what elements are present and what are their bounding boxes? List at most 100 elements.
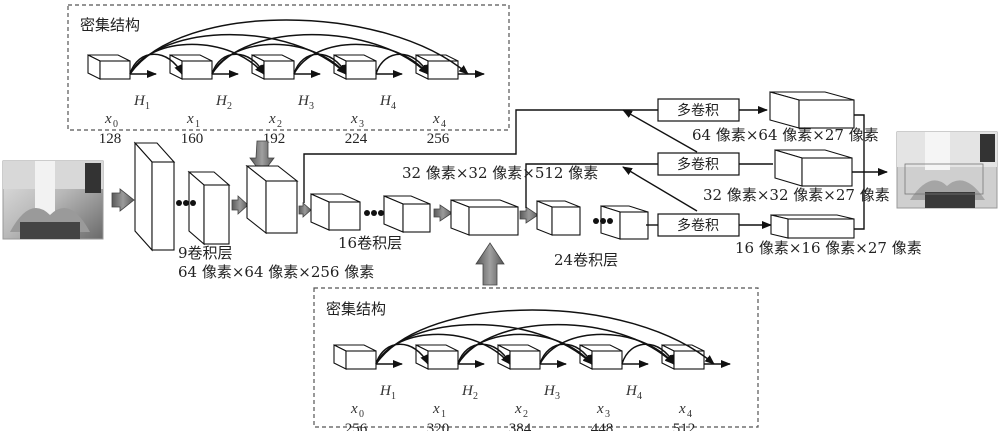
multi-conv-box-32 [657,152,740,176]
node-label-subscript: 1 [441,409,446,420]
transition-label: H [379,93,392,109]
node-label: x [104,111,112,127]
node-channels: 448 [591,421,614,431]
transition-label-subscript: 4 [391,101,396,112]
stage3-label: 24卷积层 [554,251,618,269]
transition-label: H [625,383,638,399]
node-label: x [268,111,276,127]
conv-block-2 [187,170,231,246]
node-label-subscript: 2 [277,119,282,130]
dense-skip-arc [539,343,593,365]
input-image [2,160,104,240]
arrow-up-icon [475,242,505,286]
dense-node-block [415,54,459,80]
node-channels: 160 [181,131,204,147]
node-channels: 256 [427,131,450,147]
dense-node-block [579,344,623,370]
conv-block-5 [383,195,431,233]
node-channels: 224 [345,131,368,147]
dense-node-block [169,54,213,80]
node-label-subscript: 4 [687,409,692,420]
node-label-subscript: 2 [523,409,528,420]
transition-label: H [297,93,310,109]
node-label: x [432,111,440,127]
dense-skip-arc [129,53,183,75]
dense-skip-arc [457,323,675,365]
upsample-arrow [622,109,698,153]
node-label-subscript: 4 [441,119,446,130]
node-channels: 256 [345,421,368,431]
node-channels: 384 [509,421,532,431]
dense-skip-arc [457,343,511,365]
multi-conv-label: 多卷积 [677,217,719,234]
transition-label: H [215,93,228,109]
transition-label-subscript: 4 [637,391,642,402]
transition-label: H [461,383,474,399]
node-label-subscript: 3 [359,119,364,130]
heads: 多卷积 多卷积 多卷积 64 像素×64 像素×27 像素 32 像素×32 像… [657,91,922,257]
node-label: x [350,111,358,127]
head-output-block-16 [770,214,855,239]
node-label: x [186,111,194,127]
stage2-size-label: 32 像素×32 像素×512 像素 [402,164,598,182]
backbone [133,141,649,252]
multi-conv-box-64 [657,98,740,122]
multi-conv-box-16 [657,213,740,237]
conv-block-6 [450,199,519,236]
node-label: x [596,401,604,417]
stage1-label: 9卷积层 [178,244,233,262]
transition-label-subscript: 2 [227,101,232,112]
node-label-subscript: 0 [359,409,364,420]
head-output-block-64 [769,91,855,129]
transition-label: H [543,383,556,399]
skip-connections [303,106,888,230]
transition-label-subscript: 2 [473,391,478,402]
transition-label: H [379,383,392,399]
dense-node-block [497,344,541,370]
multi-conv-label: 多卷积 [677,102,719,119]
dense-skip-arc [621,343,675,365]
transition-label-subscript: 3 [555,391,560,402]
dense-block-top-border [67,4,510,131]
dense-skip-arc [539,333,675,365]
dense-skip-arc [375,309,715,365]
detection-box [904,163,984,195]
head-16-size-label: 16 像素×16 像素×27 像素 [735,239,922,257]
ellipsis-dots [176,200,613,224]
transition-label-subscript: 1 [391,391,396,402]
transition-label-subscript: 3 [309,101,314,112]
dense-skip-arc [129,19,469,75]
dense-node-block [333,344,377,370]
conv-block-7 [536,200,581,236]
dense-skip-arc [293,43,429,75]
head-output-block-32 [774,149,853,187]
dense-node-block [87,54,131,80]
node-label-subscript: 0 [113,119,118,130]
node-channels: 512 [673,421,696,431]
dense-skip-arc [211,53,265,75]
dense-skip-arc [211,33,429,75]
conv-block-3 [245,164,299,235]
arrow-right-icon [111,188,135,212]
dense-node-block [415,344,459,370]
node-label: x [350,401,358,417]
dense-node-block [251,54,295,80]
node-label: x [678,401,686,417]
conv-block-4 [310,193,361,231]
arrow-right-icon [433,204,453,222]
dense-node-block [333,54,377,80]
stage2-label: 16卷积层 [338,234,402,252]
output-image [896,131,998,209]
node-label: x [514,401,522,417]
dense-block-bottom-title: 密集结构 [326,300,386,318]
transition-label: H [133,93,146,109]
node-label: x [432,401,440,417]
stage1-size-label: 64 像素×64 像素×256 像素 [178,263,374,281]
head-32-size-label: 32 像素×32 像素×27 像素 [703,186,890,204]
dense-block-top-title: 密集结构 [80,16,140,34]
dense-skip-arc [375,53,429,75]
skip-line-64 [303,109,658,203]
